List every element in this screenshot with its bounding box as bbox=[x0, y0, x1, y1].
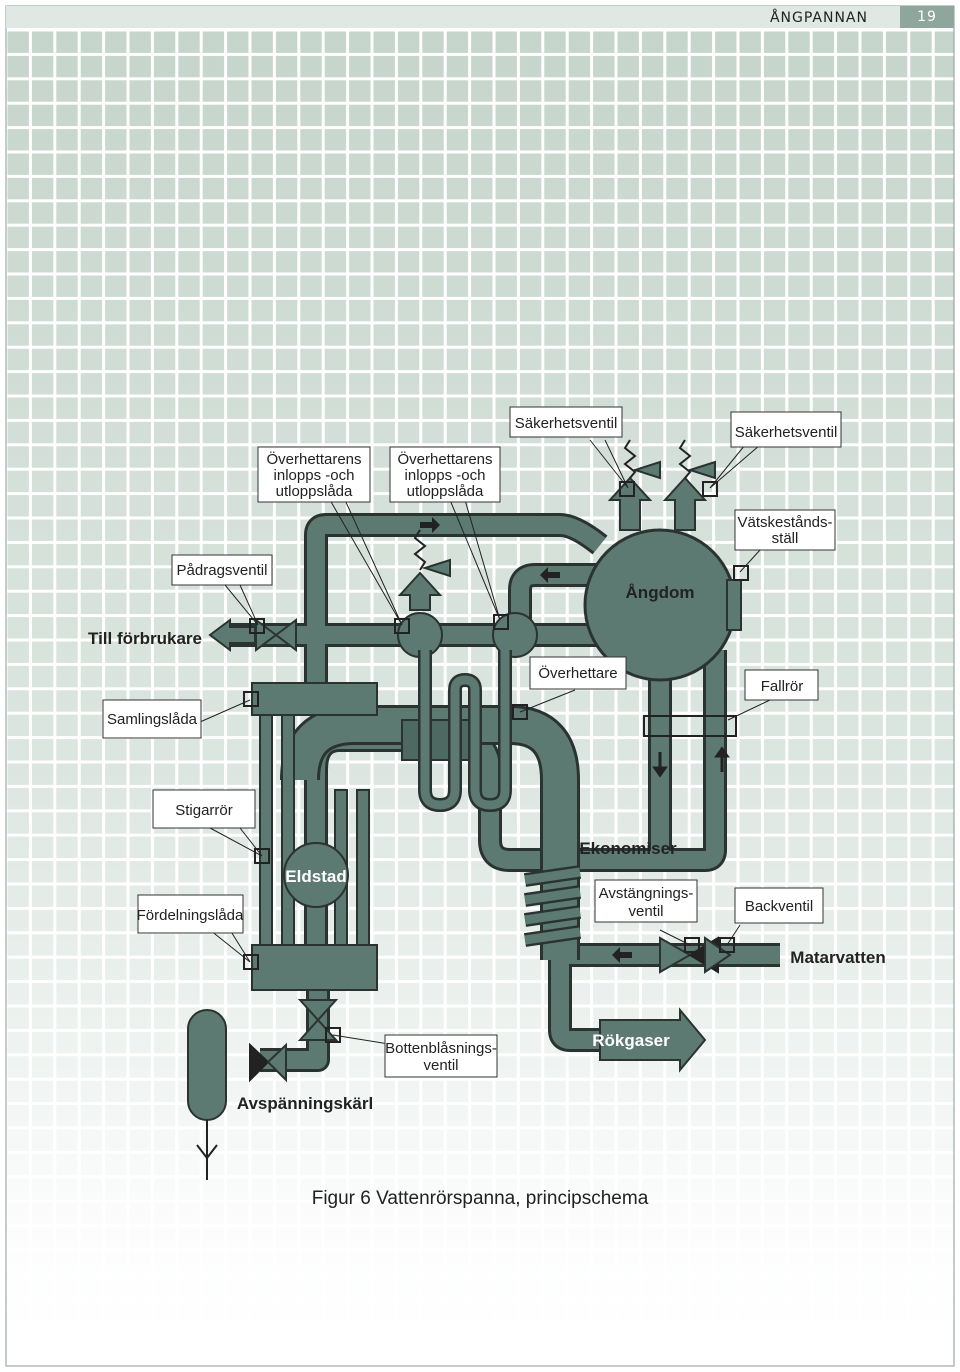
valve-wedge-icon bbox=[686, 460, 716, 480]
label-distributor-header: Fördelningslåda bbox=[137, 907, 244, 924]
valve-wedge-icon bbox=[421, 558, 451, 578]
figure-caption: Figur 6 Vattenrörspanna, principschema bbox=[312, 1188, 649, 1209]
label-steam-drum: Ångdom bbox=[626, 583, 695, 602]
label-economiser: Ekonomiser bbox=[579, 839, 677, 858]
page-header: ÅNGPANNAN 19 bbox=[6, 6, 954, 28]
top-steam-pipe bbox=[307, 516, 606, 700]
label-superheater: Överhettare bbox=[538, 664, 617, 682]
blowdown-valve-icon bbox=[249, 1042, 270, 1083]
expansion-vessel bbox=[187, 1009, 227, 1121]
distributor-header bbox=[251, 944, 378, 991]
furnace bbox=[283, 842, 349, 908]
riser-tube bbox=[259, 714, 273, 946]
flow-arrow-left-icon bbox=[612, 947, 632, 963]
label-furnace: Eldstad bbox=[285, 867, 346, 886]
label-expansion-vessel: Avspänningskärl bbox=[237, 1094, 373, 1113]
label-shutoff-valve-line2: ventil bbox=[628, 903, 663, 920]
downcomer-bracket bbox=[643, 715, 737, 737]
riser-tube bbox=[281, 714, 295, 946]
section-title: ÅNGPANNAN bbox=[770, 9, 868, 26]
safety-valve-2-body bbox=[662, 476, 708, 531]
label-superheater-header-1-line2: inlopps -och bbox=[274, 467, 355, 484]
page-number-box bbox=[900, 6, 954, 28]
spring-icon bbox=[413, 529, 427, 571]
safety-valve-1-body bbox=[607, 476, 653, 531]
label-superheater-header-1-line3: utloppslåda bbox=[276, 483, 353, 500]
downcomer bbox=[540, 650, 724, 869]
label-throttle-valve: Pådragsventil bbox=[177, 562, 268, 579]
superheater-coil bbox=[420, 650, 510, 810]
label-risers: Stigarrör bbox=[175, 802, 233, 819]
valve-wedge-icon bbox=[631, 460, 661, 480]
spring-icon bbox=[623, 439, 637, 479]
label-downcomer: Fallrör bbox=[761, 678, 804, 695]
tag-markers bbox=[243, 481, 749, 1043]
label-level-gauge-line2: ställ bbox=[772, 530, 799, 547]
label-check-valve: Backventil bbox=[745, 898, 813, 915]
label-level-gauge-line1: Vätskestånds- bbox=[737, 514, 832, 531]
spring-icon bbox=[678, 439, 692, 479]
label-superheater-header-2-line2: inlopps -och bbox=[405, 467, 486, 484]
economiser-coil bbox=[524, 867, 581, 945]
superheater-outlet-header bbox=[492, 612, 538, 658]
blowdown-valve-icon bbox=[266, 1042, 287, 1083]
steam-outlet-arrow-icon bbox=[208, 618, 256, 652]
superheater-safety-valve-body bbox=[397, 571, 443, 611]
label-boxes bbox=[102, 406, 842, 1078]
label-superheater-header-2-line1: Överhettarens bbox=[397, 450, 492, 468]
label-safety-valve-2: Säkerhetsventil bbox=[735, 424, 838, 441]
flow-arrow-left-icon bbox=[540, 567, 560, 583]
arrow-down-icon bbox=[652, 752, 668, 778]
arrow-up-icon bbox=[714, 746, 730, 772]
collector-header bbox=[251, 682, 378, 716]
label-superheater-header-2-line3: utloppslåda bbox=[407, 483, 484, 500]
shutoff-valve-icon bbox=[659, 936, 693, 974]
blowdown-valve-icon bbox=[297, 999, 339, 1041]
leader-lines bbox=[199, 439, 771, 1046]
level-gauge bbox=[726, 579, 742, 631]
page-number: 19 bbox=[917, 9, 937, 25]
label-shutoff-valve-line1: Avstängnings- bbox=[599, 885, 694, 902]
check-valve-icon bbox=[704, 936, 732, 974]
label-safety-valve-1: Säkerhetsventil bbox=[515, 415, 618, 432]
label-collector-header: Samlingslåda bbox=[107, 711, 198, 728]
label-to-consumers: Till förbrukare bbox=[88, 629, 202, 648]
label-flue-gases: Rökgaser bbox=[592, 1031, 670, 1050]
label-feed-water: Matarvatten bbox=[790, 948, 885, 967]
flow-arrow-right-icon bbox=[420, 517, 440, 533]
flue-gas-duct bbox=[551, 740, 680, 1049]
superheater-return bbox=[511, 566, 605, 635]
flue-gas-arrow-icon bbox=[599, 1007, 707, 1073]
label-superheater-header-1-line1: Överhettarens bbox=[266, 450, 361, 468]
drain-icon bbox=[196, 1120, 218, 1180]
label-blowdown-valve-line2: ventil bbox=[423, 1057, 458, 1074]
label-blowdown-valve-line1: Bottenblåsnings- bbox=[385, 1040, 497, 1057]
throttle-valve-icon bbox=[255, 618, 297, 652]
riser-tube bbox=[356, 789, 370, 946]
